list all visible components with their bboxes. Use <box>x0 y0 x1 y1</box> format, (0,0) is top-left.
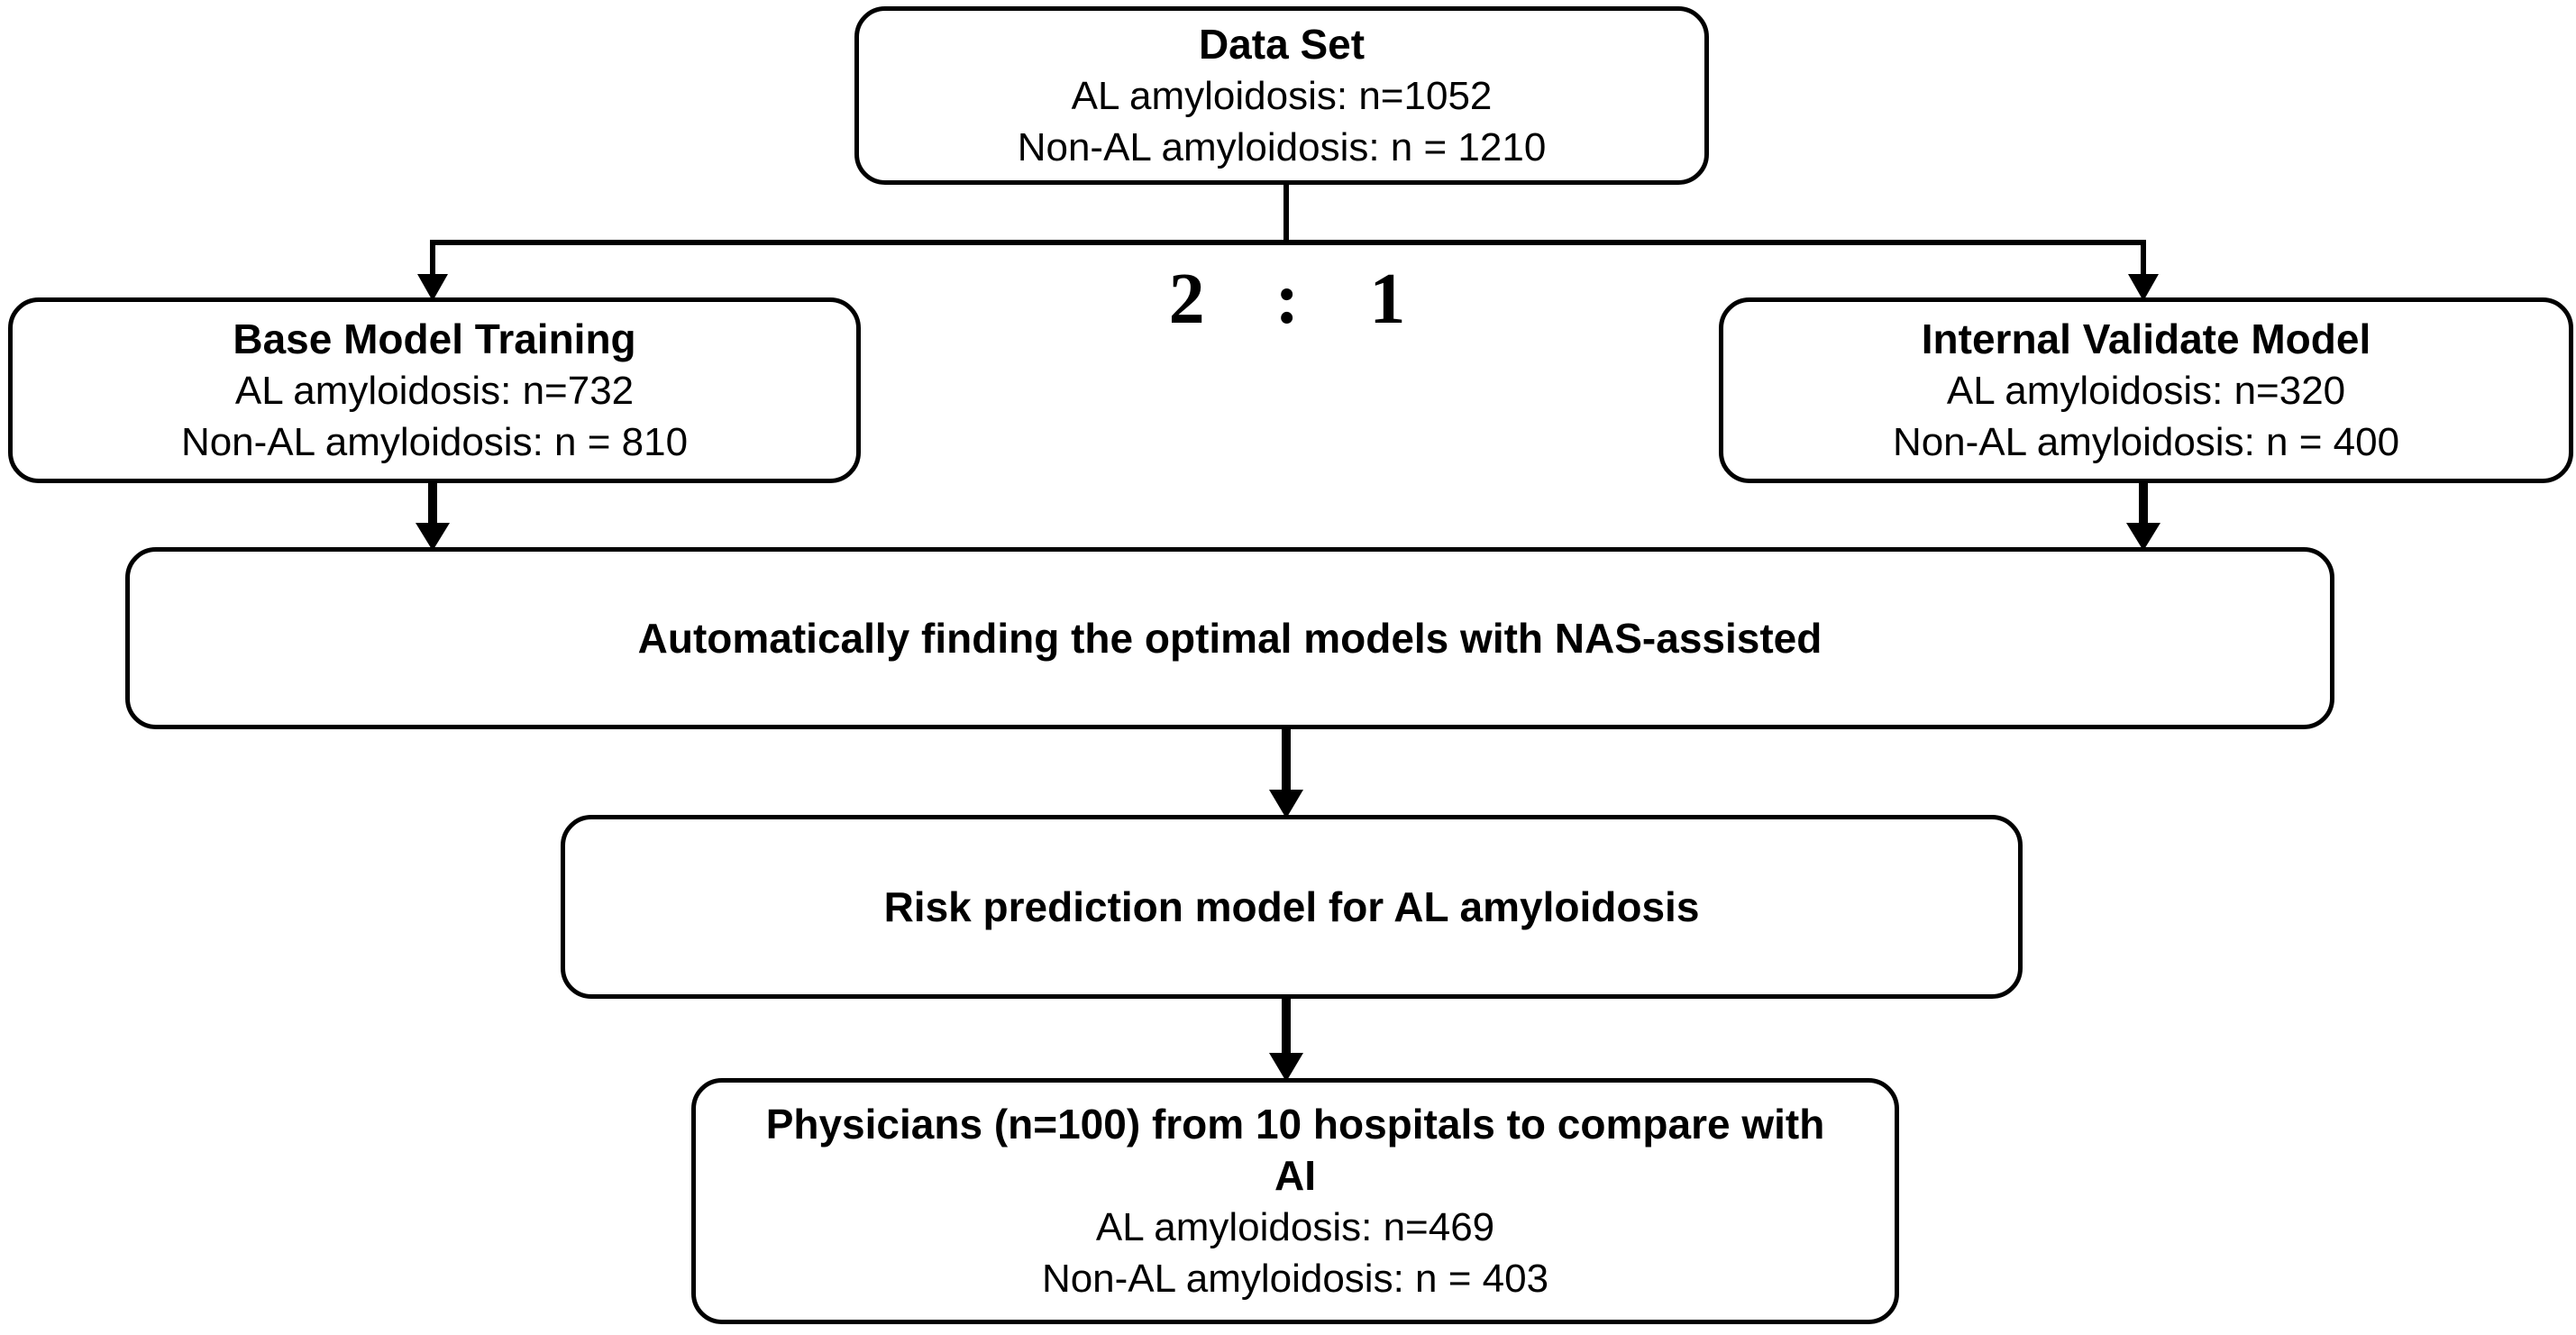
node-dataset: Data Set AL amyloidosis: n=1052 Non-AL a… <box>854 6 1709 185</box>
arrow-down-icon <box>2128 242 2159 301</box>
arrow-down-icon <box>2126 480 2160 551</box>
node-physicians-al-count: AL amyloidosis: n=469 <box>1095 1204 1495 1249</box>
node-training-title: Base Model Training <box>233 315 636 362</box>
node-physicians-title: Physicians (n=100) from 10 hospitals to … <box>765 1100 1825 1199</box>
node-validation-al-count: AL amyloidosis: n=320 <box>1946 368 2346 413</box>
node-risk-prediction-model: Risk prediction model for AL amyloidosis <box>561 815 2023 999</box>
arrow-down-icon <box>1269 995 1303 1082</box>
node-base-model-training: Base Model Training AL amyloidosis: n=73… <box>8 297 861 483</box>
node-physicians-nonal-count: Non-AL amyloidosis: n = 403 <box>1041 1256 1549 1301</box>
arrow-down-icon <box>417 242 448 301</box>
node-dataset-title: Data Set <box>1198 20 1366 68</box>
node-validation-nonal-count: Non-AL amyloidosis: n = 400 <box>1892 419 2400 464</box>
node-validation-title: Internal Validate Model <box>1921 315 2371 362</box>
node-dataset-nonal-count: Non-AL amyloidosis: n = 1210 <box>1017 124 1547 169</box>
node-training-nonal-count: Non-AL amyloidosis: n = 810 <box>180 419 689 464</box>
node-nas-search: Automatically finding the optimal models… <box>125 547 2334 729</box>
node-internal-validate-model: Internal Validate Model AL amyloidosis: … <box>1719 297 2573 483</box>
node-physicians-comparison: Physicians (n=100) from 10 hospitals to … <box>691 1078 1899 1324</box>
node-risk-title: Risk prediction model for AL amyloidosis <box>883 882 1700 930</box>
node-dataset-al-count: AL amyloidosis: n=1052 <box>1071 73 1493 118</box>
node-training-al-count: AL amyloidosis: n=732 <box>234 368 635 413</box>
split-ratio-label: 2 : 1 <box>1168 260 1406 339</box>
node-nas-title: Automatically finding the optimal models… <box>637 614 1822 662</box>
arrow-down-icon <box>416 480 450 551</box>
arrow-down-icon <box>1269 726 1303 818</box>
